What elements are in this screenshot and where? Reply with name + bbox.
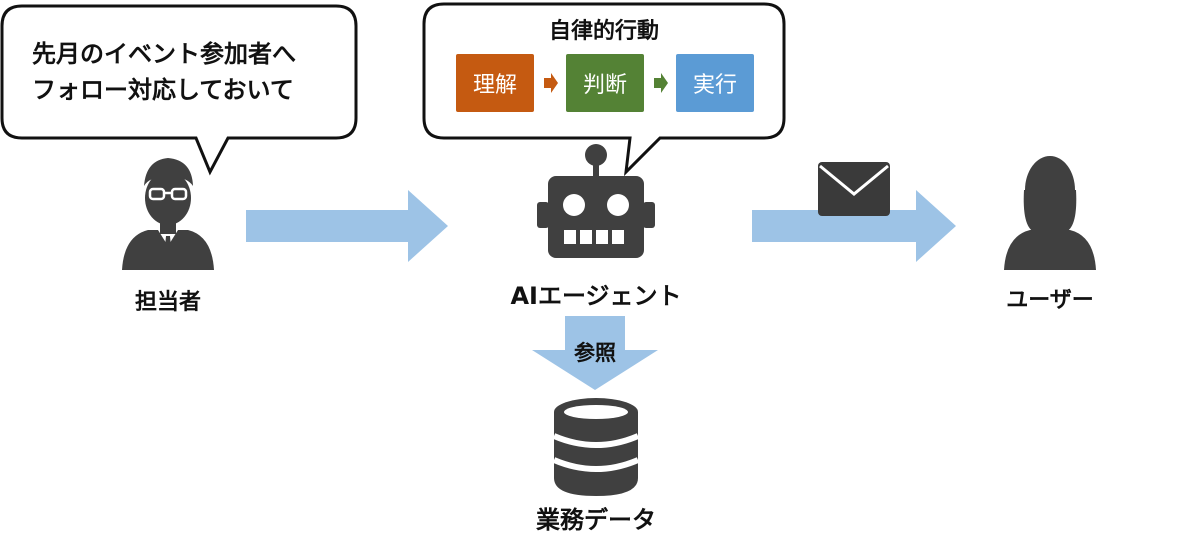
arrow-agent-to-user — [752, 190, 956, 262]
autonomy-title: 自律的行動 — [548, 19, 659, 44]
person-in-charge-label: 担当者 — [134, 290, 201, 315]
arrow-person-to-agent — [246, 190, 448, 262]
request-line-1: 先月のイベント参加者へ — [32, 40, 296, 68]
ai-agent-label: AIエージェント — [510, 282, 682, 310]
user-icon — [1004, 156, 1096, 270]
envelope-icon — [818, 162, 890, 216]
arrow-agent-to-data — [532, 316, 658, 390]
request-line-2: フォロー対応しておいて — [32, 76, 294, 104]
business-data-label: 業務データ — [536, 506, 656, 534]
person-in-charge-icon — [122, 158, 214, 270]
step-judge: 判断 — [566, 54, 644, 112]
user-label: ユーザー — [1006, 288, 1094, 313]
step-execute: 実行 — [676, 54, 754, 112]
ai-agent-robot-icon — [537, 144, 655, 258]
database-icon — [552, 398, 640, 496]
step-arrow-1 — [544, 73, 558, 93]
reference-label: 参照 — [574, 341, 616, 365]
step-understand: 理解 — [456, 54, 534, 112]
step-arrow-2 — [654, 73, 668, 93]
request-speech-bubble — [0, 4, 358, 176]
